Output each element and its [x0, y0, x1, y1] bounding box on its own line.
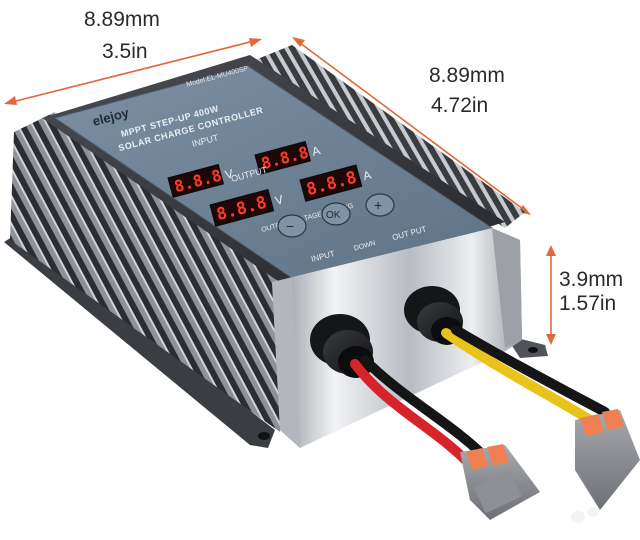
width-in-label: 3.5in — [102, 40, 148, 63]
plus-button[interactable]: + — [365, 193, 395, 217]
lever-connector-left — [460, 444, 540, 520]
length-mm-label: 8.89mm — [429, 64, 505, 87]
cable-gland-left — [310, 314, 374, 378]
heatsink-side — [10, 112, 295, 432]
input-volt-unit: V — [223, 166, 234, 182]
minus-button[interactable]: − — [277, 214, 307, 238]
plus-button-label: + — [374, 197, 382, 213]
heatsink-top — [255, 45, 525, 228]
output-amp-unit: A — [361, 168, 372, 184]
ok-button[interactable]: OK — [321, 202, 351, 226]
wires-right — [441, 325, 610, 425]
height-in-label: 1.57in — [559, 292, 617, 315]
width-mm-label: 8.89mm — [84, 8, 160, 31]
length-in-label: 4.72in — [431, 94, 489, 117]
input-amp-unit: A — [310, 143, 321, 159]
dimension-arrows — [4, 37, 556, 345]
lever-connector-right — [571, 409, 640, 523]
end-face — [272, 228, 522, 448]
minus-button-label: − — [286, 218, 294, 234]
ok-button-label: OK — [326, 210, 341, 221]
output-volt-unit: V — [273, 192, 284, 208]
height-mm-label: 3.9mm — [559, 268, 624, 291]
